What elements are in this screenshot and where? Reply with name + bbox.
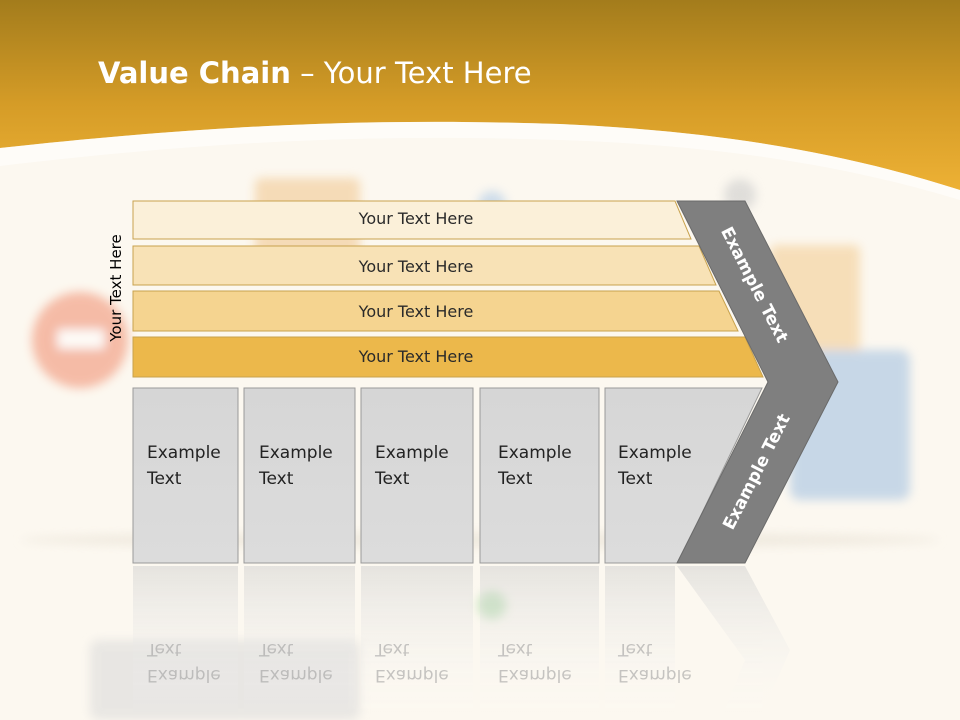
- primary-box-3: Example Text: [375, 440, 449, 492]
- support-band-2: Your Text Here: [358, 257, 474, 276]
- support-bands-shapes: [132, 200, 764, 378]
- reflection-box-5: Example Text: [618, 636, 692, 688]
- primary-box-1-line-2: Text: [147, 469, 182, 489]
- reflection-box-3-line-2: Text: [375, 639, 410, 659]
- support-band-3: Your Text Here: [358, 302, 474, 321]
- primary-box-3-line-1: Example: [375, 443, 449, 463]
- primary-box-4-line-2: Text: [498, 469, 533, 489]
- primary-box-4-line-1: Example: [498, 443, 572, 463]
- primary-box-2: Example Text: [259, 440, 333, 492]
- reflection-box-2-line-2: Text: [259, 639, 294, 659]
- reflection-box-1-line-2: Text: [147, 639, 182, 659]
- support-band-1: Your Text Here: [358, 209, 474, 228]
- primary-box-3-line-2: Text: [375, 469, 410, 489]
- reflection-box-4: Example Text: [498, 636, 572, 688]
- primary-box-4: Example Text: [498, 440, 572, 492]
- slide-title: Value Chain – Your Text Here: [98, 56, 532, 90]
- reflection-box-3: Example Text: [375, 636, 449, 688]
- reflection-box-2-line-1: Example: [259, 665, 333, 685]
- primary-box-1: Example Text: [147, 440, 221, 492]
- title-bold: Value Chain: [98, 56, 291, 90]
- reflection: [133, 566, 790, 720]
- reflection-box-3-line-1: Example: [375, 665, 449, 685]
- vertical-label: Your Text Here: [107, 234, 125, 342]
- reflection-box-4-line-2: Text: [498, 639, 533, 659]
- reflection-box-2: Example Text: [259, 636, 333, 688]
- reflection-box-5-line-2: Text: [618, 639, 653, 659]
- primary-box-5-line-2: Text: [618, 469, 653, 489]
- primary-box-1-line-1: Example: [147, 443, 221, 463]
- reflection-box-1-line-1: Example: [147, 665, 221, 685]
- primary-box-5: Example Text: [618, 440, 692, 492]
- primary-box-2-line-2: Text: [259, 469, 294, 489]
- reflection-box-4-line-1: Example: [498, 665, 572, 685]
- support-band-4: Your Text Here: [358, 347, 474, 366]
- primary-box-2-line-1: Example: [259, 443, 333, 463]
- title-rest: – Your Text Here: [290, 56, 532, 90]
- primary-boxes-shapes: [132, 387, 763, 564]
- reflection-box-1: Example Text: [147, 636, 221, 688]
- reflection-box-5-line-1: Example: [618, 665, 692, 685]
- margin-chevron: [676, 200, 839, 564]
- primary-box-5-line-1: Example: [618, 443, 692, 463]
